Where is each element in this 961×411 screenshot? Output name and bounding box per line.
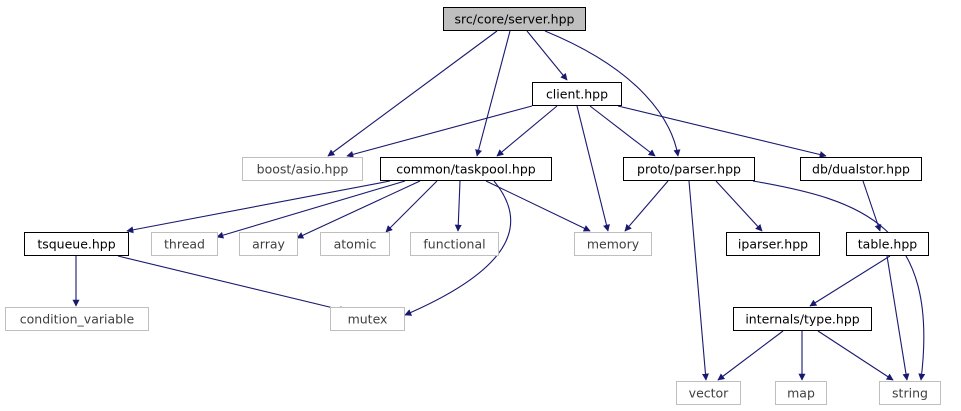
node-box-iparser xyxy=(726,232,820,256)
node-asio: boost/asio.hpp xyxy=(242,157,363,181)
node-box-map xyxy=(775,381,827,405)
edge-server-to-asio xyxy=(327,30,498,157)
node-label-table: table.hpp xyxy=(858,237,917,252)
node-type[interactable]: internals/type.hpp xyxy=(733,307,872,331)
node-label-iparser: iparser.hpp xyxy=(738,237,808,252)
node-box-string xyxy=(879,381,941,405)
edges-layer xyxy=(72,30,926,381)
edge-parser-to-string xyxy=(752,180,926,381)
node-box-thread xyxy=(151,232,218,256)
edge-table-to-type xyxy=(809,255,891,307)
edge-parser-to-memory xyxy=(624,180,669,232)
node-condvar: condition_variable xyxy=(5,307,149,331)
edge-table-to-string xyxy=(886,255,910,381)
edge-type-to-vector xyxy=(717,330,784,381)
node-thread: thread xyxy=(151,232,218,256)
edge-parser-to-vector xyxy=(688,180,709,381)
node-iparser[interactable]: iparser.hpp xyxy=(726,232,820,256)
node-box-dualstor xyxy=(800,157,922,181)
node-atomic: atomic xyxy=(320,232,390,256)
edge-client-to-dualstor xyxy=(617,105,827,158)
node-server[interactable]: src/core/server.hpp xyxy=(443,7,586,31)
node-label-type: internals/type.hpp xyxy=(745,312,859,327)
node-string: string xyxy=(879,381,941,405)
edge-tsqueue-to-mutex xyxy=(117,255,347,313)
node-taskpool[interactable]: common/taskpool.hpp xyxy=(380,157,552,181)
node-box-server xyxy=(443,7,586,31)
node-label-map: map xyxy=(787,386,815,401)
node-label-parser: proto/parser.hpp xyxy=(637,162,741,177)
node-label-condvar: condition_variable xyxy=(20,312,135,327)
edge-taskpool-to-array xyxy=(296,180,421,239)
node-label-asio: boost/asio.hpp xyxy=(257,162,349,177)
nodes-layer: src/core/server.hpp client.hpp boost/asio.… xyxy=(5,7,941,405)
node-box-client xyxy=(532,82,622,106)
edge-client-to-asio xyxy=(346,105,533,158)
node-box-asio xyxy=(242,157,363,181)
node-vector: vector xyxy=(676,381,741,405)
node-label-atomic: atomic xyxy=(334,237,377,252)
edge-taskpool-to-mutex xyxy=(404,180,512,316)
edge-client-to-parser xyxy=(589,105,656,157)
node-mutex: mutex xyxy=(330,307,405,331)
node-client[interactable]: client.hpp xyxy=(532,82,622,106)
node-label-array: array xyxy=(252,237,285,252)
node-box-atomic xyxy=(320,232,390,256)
node-parser[interactable]: proto/parser.hpp xyxy=(623,157,755,181)
node-memory: memory xyxy=(574,232,652,256)
node-box-functional xyxy=(410,232,499,256)
edge-taskpool-to-thread xyxy=(216,180,406,239)
node-label-memory: memory xyxy=(587,237,640,252)
node-dualstor[interactable]: db/dualstor.hpp xyxy=(800,157,922,181)
node-label-functional: functional xyxy=(423,237,485,252)
node-array: array xyxy=(239,232,298,256)
node-functional: functional xyxy=(410,232,499,256)
node-label-server: src/core/server.hpp xyxy=(455,12,575,27)
edge-taskpool-to-functional xyxy=(454,180,462,232)
node-label-client: client.hpp xyxy=(546,87,608,102)
node-table[interactable]: table.hpp xyxy=(846,232,929,256)
edge-dualstor-to-table xyxy=(862,180,882,232)
edge-server-to-client xyxy=(526,30,568,81)
node-label-mutex: mutex xyxy=(348,312,388,327)
node-box-memory xyxy=(574,232,652,256)
node-box-type xyxy=(733,307,872,331)
node-label-vector: vector xyxy=(689,386,730,401)
node-box-condvar xyxy=(5,307,149,331)
edge-server-to-taskpool xyxy=(475,30,511,157)
edge-taskpool-to-memory xyxy=(485,180,591,232)
node-label-dualstor: db/dualstor.hpp xyxy=(812,162,910,177)
node-box-vector xyxy=(676,381,741,405)
edge-server-to-parser xyxy=(544,30,681,157)
edge-taskpool-to-atomic xyxy=(385,180,438,233)
node-box-tsqueue xyxy=(24,232,129,256)
node-box-parser xyxy=(623,157,755,181)
node-label-tsqueue: tsqueue.hpp xyxy=(37,237,115,252)
edge-client-to-memory xyxy=(576,105,610,232)
node-label-thread: thread xyxy=(164,237,205,252)
node-box-mutex xyxy=(330,307,405,331)
edge-taskpool-to-tsqueue xyxy=(126,180,391,234)
node-box-taskpool xyxy=(380,157,552,181)
edge-type-to-string xyxy=(817,330,894,381)
node-label-taskpool: common/taskpool.hpp xyxy=(396,162,536,177)
node-box-table xyxy=(846,232,929,256)
edge-client-to-taskpool xyxy=(496,105,558,157)
node-map: map xyxy=(775,381,827,405)
node-label-string: string xyxy=(892,386,928,401)
edge-parser-to-iparser xyxy=(715,180,763,232)
node-box-array xyxy=(239,232,298,256)
node-tsqueue[interactable]: tsqueue.hpp xyxy=(24,232,129,256)
